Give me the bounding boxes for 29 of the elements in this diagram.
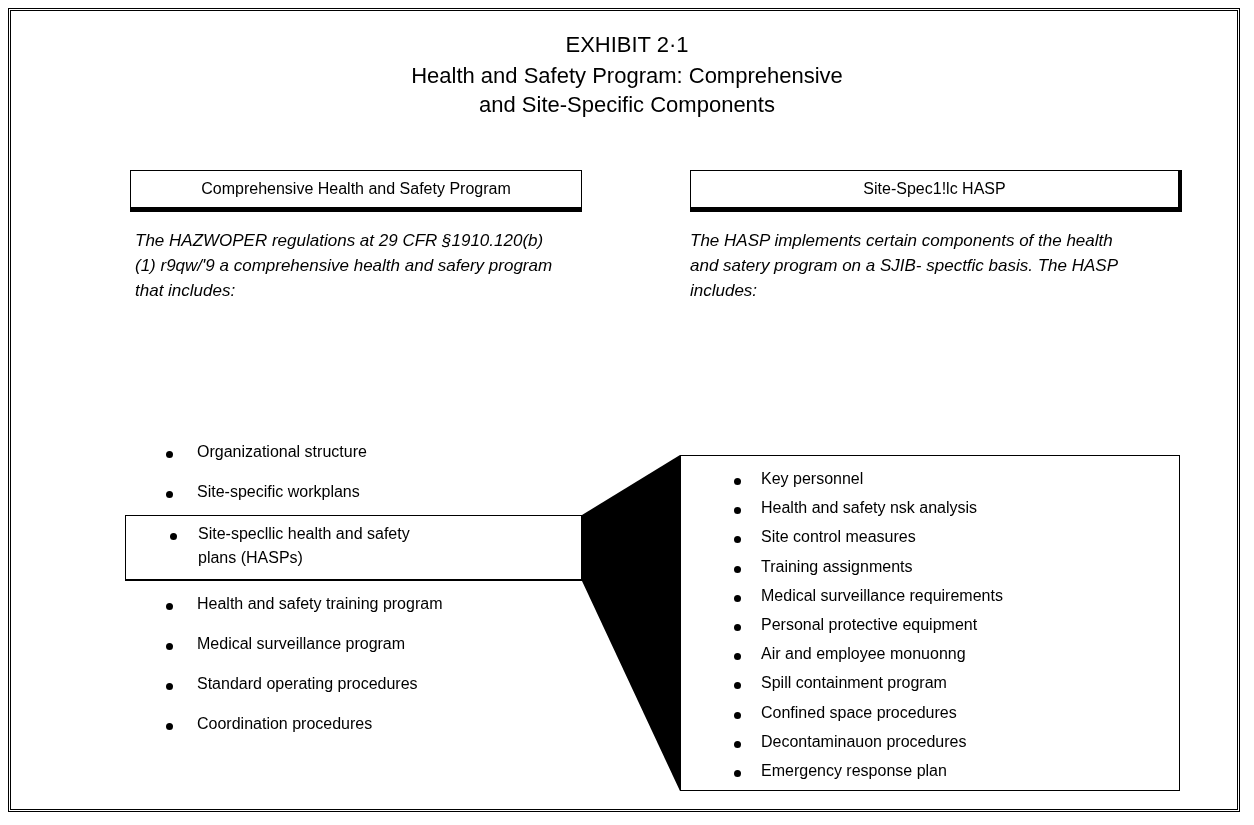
list-item: Emergency response plan bbox=[761, 762, 947, 780]
heading-box bbox=[130, 170, 582, 212]
list-item: Health and safety training program bbox=[197, 595, 443, 613]
exhibit-number: EXHIBIT 2·1 bbox=[564, 32, 690, 58]
list-item: Spill containment program bbox=[761, 674, 947, 693]
list-item: Site-specllic health and safety plans (HASPs) bbox=[198, 524, 411, 568]
list-item: Coordination procedures bbox=[197, 715, 373, 733]
highlight-box bbox=[125, 515, 582, 581]
list-item: Decontaminauon procedures bbox=[761, 732, 967, 751]
title: Health and Safety Program: Comprehensive and Site-Specific Components bbox=[410, 62, 844, 119]
list-item: Medical surveillance requirements bbox=[761, 586, 1003, 605]
description-text: The HASP implements certain components of the health and satery program on a SJIB- spectfic basis. The HASP includes: bbox=[690, 230, 1119, 302]
list-item: Key personnel bbox=[761, 470, 864, 488]
list-item: Training assignments bbox=[761, 557, 913, 576]
heading-text: Comprehensive Health and Safety Program bbox=[201, 180, 511, 198]
list-item: Medical surveillance program bbox=[197, 635, 406, 653]
description-text: The HAZWOPER regulations at 29 CFR §1910.120(b)(1) r9qw/'9 a comprehensive health and safery program that includes: bbox=[135, 230, 554, 302]
list-item: Organizational structure bbox=[197, 443, 367, 461]
list-item: Site-specific workplans bbox=[197, 483, 360, 501]
connector-wedge bbox=[582, 455, 680, 791]
list-box bbox=[680, 455, 1180, 791]
list-item: Confined space procedures bbox=[761, 703, 957, 722]
list-item: Health and safety nsk analysis bbox=[761, 499, 978, 518]
list-item: Air and employee monuonng bbox=[761, 645, 966, 664]
list-item: Standard operating procedures bbox=[197, 675, 418, 693]
heading-box bbox=[690, 170, 1182, 212]
list-item: Site control measures bbox=[761, 528, 916, 547]
heading-text: Site-Spec1!lc HASP bbox=[863, 180, 1006, 198]
list-item: Personal protective equipment bbox=[761, 616, 978, 634]
